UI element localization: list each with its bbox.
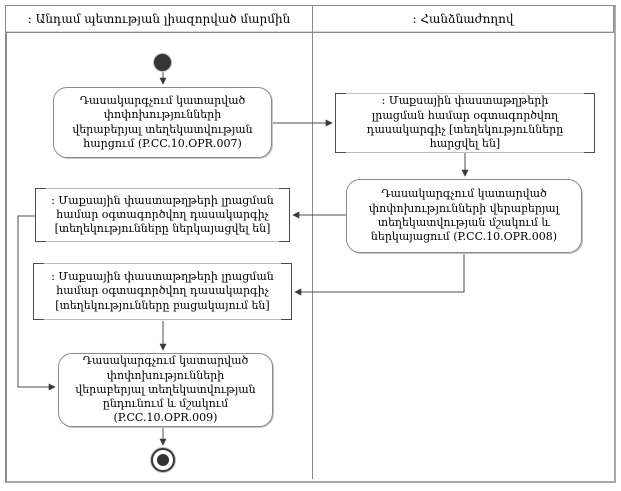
final-node-dot (157, 454, 169, 466)
corner-mark (584, 152, 595, 153)
activity-node-opr008: Դասակարգչում կատարված փոփոխությունների վ… (346, 179, 582, 253)
corner-mark (33, 319, 44, 320)
object-node-info-absent: : Մաքսային փաստաթղթերի լրացման համար օգտ… (33, 263, 292, 320)
corner-mark (281, 263, 292, 264)
corner-mark (279, 188, 290, 189)
activity-node-opr007: Դասակարգչում կատարված փոփոխությունների վ… (53, 87, 272, 158)
object-node-label: : Մաքսային փաստաթղթերի լրացման համար օգտ… (366, 94, 564, 151)
corner-mark (584, 93, 595, 94)
lane-header-label: : Հանձնաժողով (412, 12, 514, 26)
lane-divider (312, 31, 313, 479)
corner-mark (335, 93, 346, 94)
initial-node (154, 54, 171, 71)
lane-header-label: : Անդամ պետության լիազորված մարմին (27, 12, 291, 26)
activity-node-label: Դասակարգչում կատարված փոփոխությունների վ… (368, 187, 560, 244)
corner-mark (279, 241, 290, 242)
corner-mark (33, 263, 44, 264)
object-node-info-presented: : Մաքսային փաստաթղթերի լրացման համար օգտ… (35, 188, 290, 242)
object-node-info-requested: : Մաքսային փաստաթղթերի լրացման համար օգտ… (335, 93, 595, 153)
corner-mark (281, 319, 292, 320)
activity-node-opr009: Դասակարգչում կատարված փոփոխությունների վ… (58, 353, 273, 427)
final-node (151, 448, 175, 472)
object-node-label: : Մաքսային փաստաթղթերի լրացման համար օգտ… (51, 193, 274, 236)
activity-node-label: Դասակարգչում կատարված փոփոխությունների վ… (72, 93, 253, 150)
corner-mark (35, 241, 46, 242)
object-node-label: : Մաքսային փաստաթղթերի լրացման համար օգտ… (51, 270, 274, 312)
corner-mark (335, 152, 346, 153)
lane-header-commission: : Հանձնաժողով (312, 5, 614, 33)
lane-header-authorized-body: : Անդամ պետության լիազորված մարմին (5, 5, 313, 33)
corner-mark (35, 188, 46, 189)
activity-node-label: Դասակարգչում կատարված փոփոխությունների վ… (75, 354, 256, 425)
